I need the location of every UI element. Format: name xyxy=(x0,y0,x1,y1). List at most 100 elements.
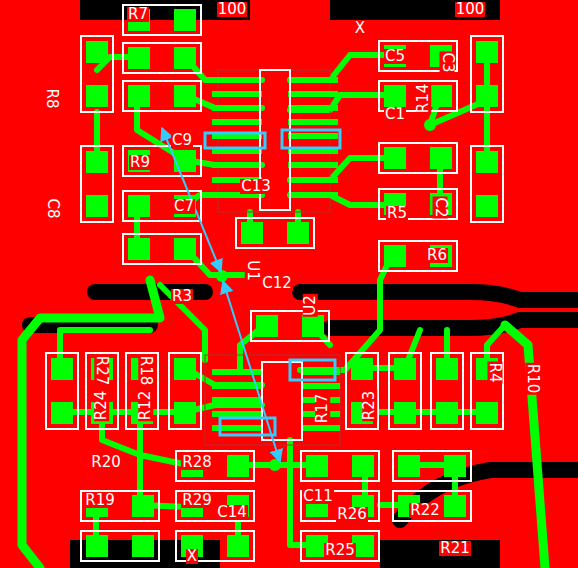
smd-component xyxy=(176,451,254,481)
silk-block xyxy=(330,0,500,20)
part-label: R19 xyxy=(84,493,116,508)
part-label: R18 xyxy=(138,354,153,386)
part-label: C5 xyxy=(384,49,406,64)
smd-component xyxy=(81,491,159,521)
via xyxy=(216,270,228,282)
smd-component xyxy=(81,146,113,222)
part-label: R7 xyxy=(127,7,149,22)
copper-trace xyxy=(505,325,545,568)
part-label: C9 xyxy=(171,133,193,148)
smd-component xyxy=(123,234,201,264)
smd-component xyxy=(471,146,503,222)
part-label: C13 xyxy=(240,179,272,194)
chip-pin xyxy=(288,192,338,198)
chip-pin xyxy=(212,162,262,168)
chip-pins xyxy=(212,80,338,195)
copper-trace xyxy=(185,57,262,80)
smd-component xyxy=(393,451,471,481)
part-label: R5 xyxy=(386,206,408,221)
smd-component xyxy=(389,353,421,429)
part-label: C2 xyxy=(433,196,448,218)
copper-trace xyxy=(290,158,392,180)
via xyxy=(424,119,436,131)
smd-component xyxy=(123,81,201,111)
chip-pin xyxy=(212,77,262,83)
silk-block xyxy=(380,540,500,568)
part-label: X xyxy=(186,549,198,564)
part-label: R25 xyxy=(324,543,356,558)
part-label: C3 xyxy=(440,51,455,73)
part-label: 100 xyxy=(455,2,486,17)
part-label: R21 xyxy=(439,541,471,556)
part-label: R22 xyxy=(409,503,441,518)
part-label: R28 xyxy=(181,455,213,470)
part-label: R4 xyxy=(488,361,503,383)
chip-pin xyxy=(212,91,262,97)
clearance-band xyxy=(330,320,578,328)
part-label: R8 xyxy=(45,87,60,109)
smd-component xyxy=(81,36,113,112)
copper-trace xyxy=(484,62,490,158)
smd-component xyxy=(346,353,378,429)
highlights xyxy=(162,128,340,462)
smd-component xyxy=(126,353,158,429)
smd-component xyxy=(123,146,201,176)
chip-pin xyxy=(212,119,262,125)
smd-component xyxy=(46,353,78,429)
chip-pin xyxy=(302,383,340,389)
smd-component xyxy=(236,218,314,248)
part-label: C12 xyxy=(261,276,293,291)
chip-body xyxy=(262,362,302,440)
chip-pin xyxy=(288,177,338,183)
copper-trace xyxy=(160,285,205,360)
part-label: X xyxy=(354,21,366,36)
smd-component xyxy=(123,5,201,35)
silk-block xyxy=(80,0,250,20)
smd-component xyxy=(176,491,254,521)
part-label: R9 xyxy=(129,155,151,170)
copper-trace xyxy=(185,95,262,108)
part-label: R29 xyxy=(181,493,213,508)
copper-trace xyxy=(185,405,262,412)
chip-pin xyxy=(288,77,338,83)
chip-courtyard xyxy=(205,355,340,445)
clearance-bands xyxy=(30,292,578,520)
chip-pin xyxy=(288,133,338,139)
smd-component xyxy=(301,451,379,481)
part-label: C8 xyxy=(45,197,60,219)
vias xyxy=(216,119,436,471)
smd-component xyxy=(379,143,457,173)
chip-pin xyxy=(302,425,340,431)
part-label: R23 xyxy=(362,389,377,421)
chip-u1 xyxy=(212,70,338,212)
highlight-box xyxy=(290,360,335,380)
smd-component xyxy=(81,531,159,561)
chip-pin xyxy=(212,369,262,375)
chip-pin xyxy=(288,119,338,125)
part-label: R3 xyxy=(171,289,193,304)
part-label: C7 xyxy=(173,199,195,214)
smd-component xyxy=(431,353,463,429)
part-label: R6 xyxy=(426,248,448,263)
part-label: R24 xyxy=(94,389,109,421)
chip-pin xyxy=(288,162,338,168)
smd-component xyxy=(471,353,503,429)
part-label: C11 xyxy=(302,489,334,504)
part-label: C1 xyxy=(384,107,406,122)
part-label: R10 xyxy=(525,362,540,394)
smd-component xyxy=(379,241,457,271)
chip-u2 xyxy=(205,355,340,445)
components xyxy=(46,5,503,561)
part-label: C14 xyxy=(216,505,248,520)
part-label: R26 xyxy=(336,507,368,522)
part-label: U1 xyxy=(245,259,260,282)
part-label: 100 xyxy=(217,2,248,17)
copper-trace xyxy=(185,160,262,165)
highlight-box xyxy=(282,130,340,148)
smd-component xyxy=(169,353,201,429)
copper-trace xyxy=(22,280,160,568)
part-label: R20 xyxy=(90,455,122,470)
measure-arrow xyxy=(162,128,221,272)
